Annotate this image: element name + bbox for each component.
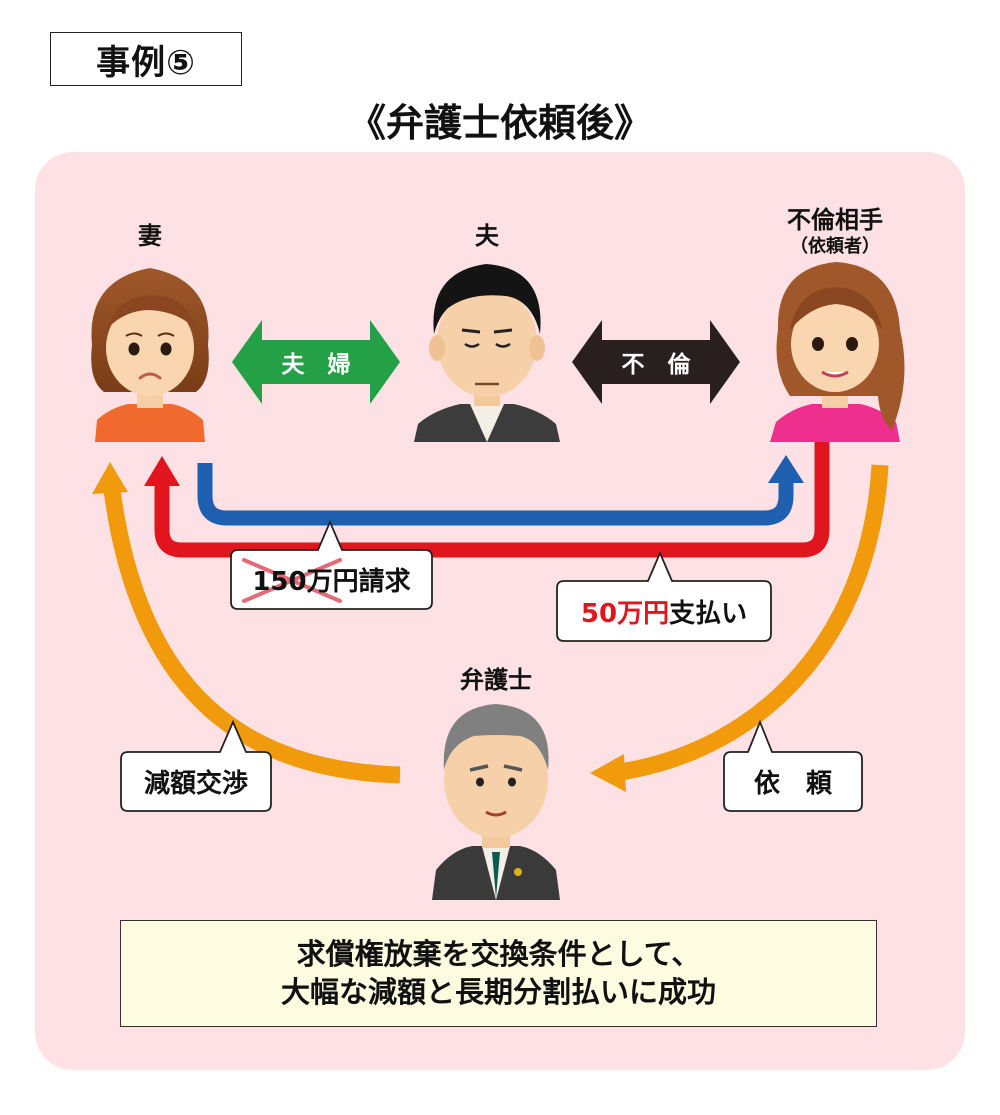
affair-label: 不 倫 — [621, 352, 691, 378]
wife-label: 妻 — [138, 222, 162, 250]
claim-text: 150万円請求 — [231, 550, 432, 609]
blue-claim-arrow — [197, 463, 794, 526]
affair-arrow — [572, 320, 740, 404]
partner-sub-label: （依頼者） — [790, 236, 880, 257]
result-line-1: 求償権放棄を交換条件として、 — [296, 936, 701, 971]
lawyer-figure — [432, 704, 560, 900]
payment-amount: 50万円 — [580, 598, 670, 629]
husband-label: 夫 — [475, 222, 499, 250]
request-bubble — [723, 719, 863, 812]
partner-figure — [770, 262, 905, 442]
result-line-2: 大幅な減額と長期分割払いに成功 — [280, 974, 716, 1009]
negotiation-text: 減額交渉 — [143, 769, 248, 799]
result-box: 求償権放棄を交換条件として、 大幅な減額と長期分割払いに成功 — [120, 920, 877, 1027]
claim-strike-mark — [242, 558, 342, 603]
payment-text: 50万円支払い — [557, 581, 771, 641]
orange-request-arrow — [618, 464, 889, 781]
claim-suffix: 請求 — [358, 567, 411, 597]
claim-amount: 150万円 — [252, 567, 359, 597]
case-label: 事例⑤ — [50, 32, 242, 86]
blue-arrow-head — [768, 455, 804, 483]
request-text: 依 頼 — [753, 769, 832, 799]
husband-figure — [414, 264, 560, 442]
payment-suffix: 支払い — [669, 598, 748, 629]
red-payment-arrow — [154, 442, 830, 558]
orange-left-arrow-head — [92, 462, 128, 494]
marriage-label: 夫 婦 — [281, 352, 351, 378]
marriage-arrow — [232, 320, 400, 404]
orange-negotiation-arrow — [103, 488, 401, 784]
red-arrow-head — [144, 456, 180, 486]
wife-figure — [91, 268, 209, 442]
lawyer-label: 弁護士 — [460, 666, 532, 694]
partner-label: 不倫相手 — [787, 206, 883, 234]
orange-right-arrow-head — [590, 754, 626, 792]
negotiation-bubble — [120, 719, 272, 812]
page-title: 《弁護士依頼後》 — [347, 101, 652, 145]
payment-bubble — [556, 550, 772, 642]
